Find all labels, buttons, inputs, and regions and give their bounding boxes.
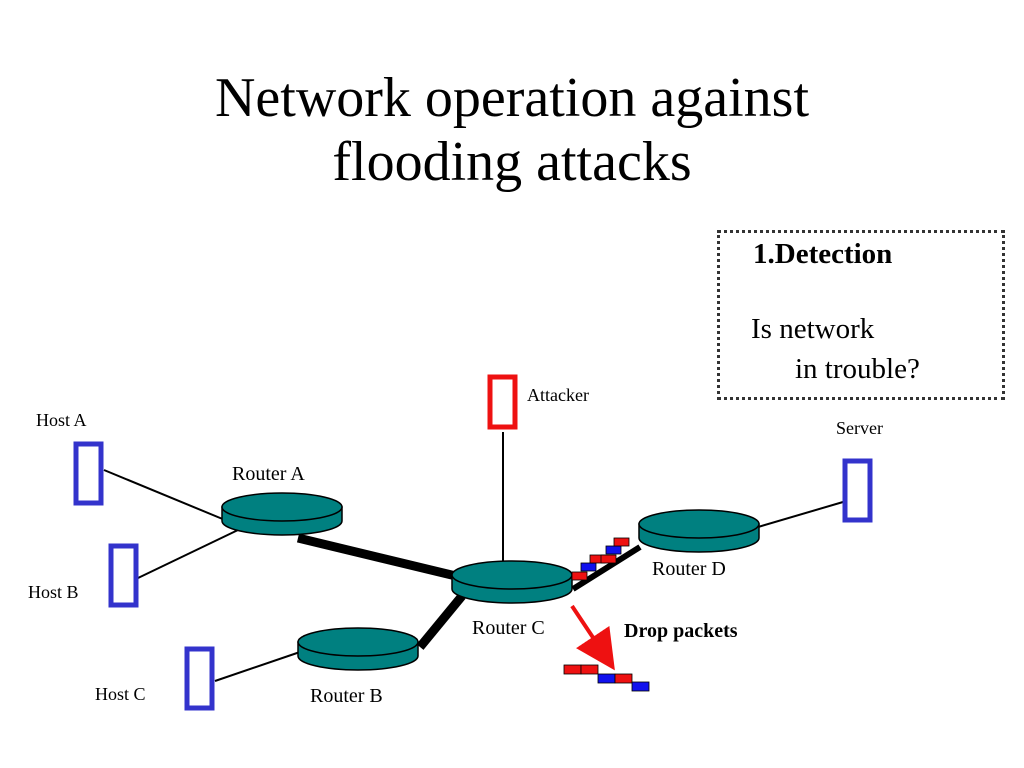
link-router-c-router-d [571,544,642,592]
flood-packets [571,537,630,581]
host-a-label: Host A [36,410,87,430]
router-b-label: Router B [310,685,383,707]
packet [571,571,588,581]
router-d [638,509,760,553]
packet [605,545,622,555]
drop-arrow [570,604,615,671]
detection-question-line-1: Is network [751,313,875,345]
link-host-b-router-a [137,529,239,579]
router-a [221,492,343,536]
host-b-icon [108,543,139,608]
attacker-label: Attacker [527,385,589,405]
host-c-icon [184,646,215,711]
link-router-b-router-c [416,593,466,650]
packet [613,537,630,547]
slide-title: Network operation against flooding attac… [0,66,1024,194]
packet [600,554,617,564]
detection-box [717,230,1005,400]
packet [563,664,582,675]
router-c-label: Router C [472,617,545,639]
detection-question-line-2: in trouble? [795,353,920,385]
packet [614,673,633,684]
packet [631,681,650,692]
host-a-icon [73,441,104,506]
attacker-icon [487,374,518,430]
link-host-a-router-a [103,469,226,521]
title-line-1: Network operation against [214,67,810,129]
host-c-label: Host C [95,684,146,704]
router-d-label: Router D [652,558,726,580]
router-c [451,560,573,604]
router-a-label: Router A [232,463,305,485]
server-icon [842,458,873,523]
detection-heading: 1.Detection [753,238,893,270]
packet [597,673,616,684]
link-router-d-server [757,501,844,528]
router-b [297,627,419,671]
server-label: Server [836,418,883,438]
link-host-c-router-b [214,651,301,682]
drop-packets-label: Drop packets [624,620,738,642]
title-line-2: flooding attacks [332,131,692,193]
link-router-a-router-c [296,533,462,582]
dropped-packets [563,664,650,692]
packet [580,562,597,572]
packet [580,664,599,675]
host-b-label: Host B [28,582,79,602]
